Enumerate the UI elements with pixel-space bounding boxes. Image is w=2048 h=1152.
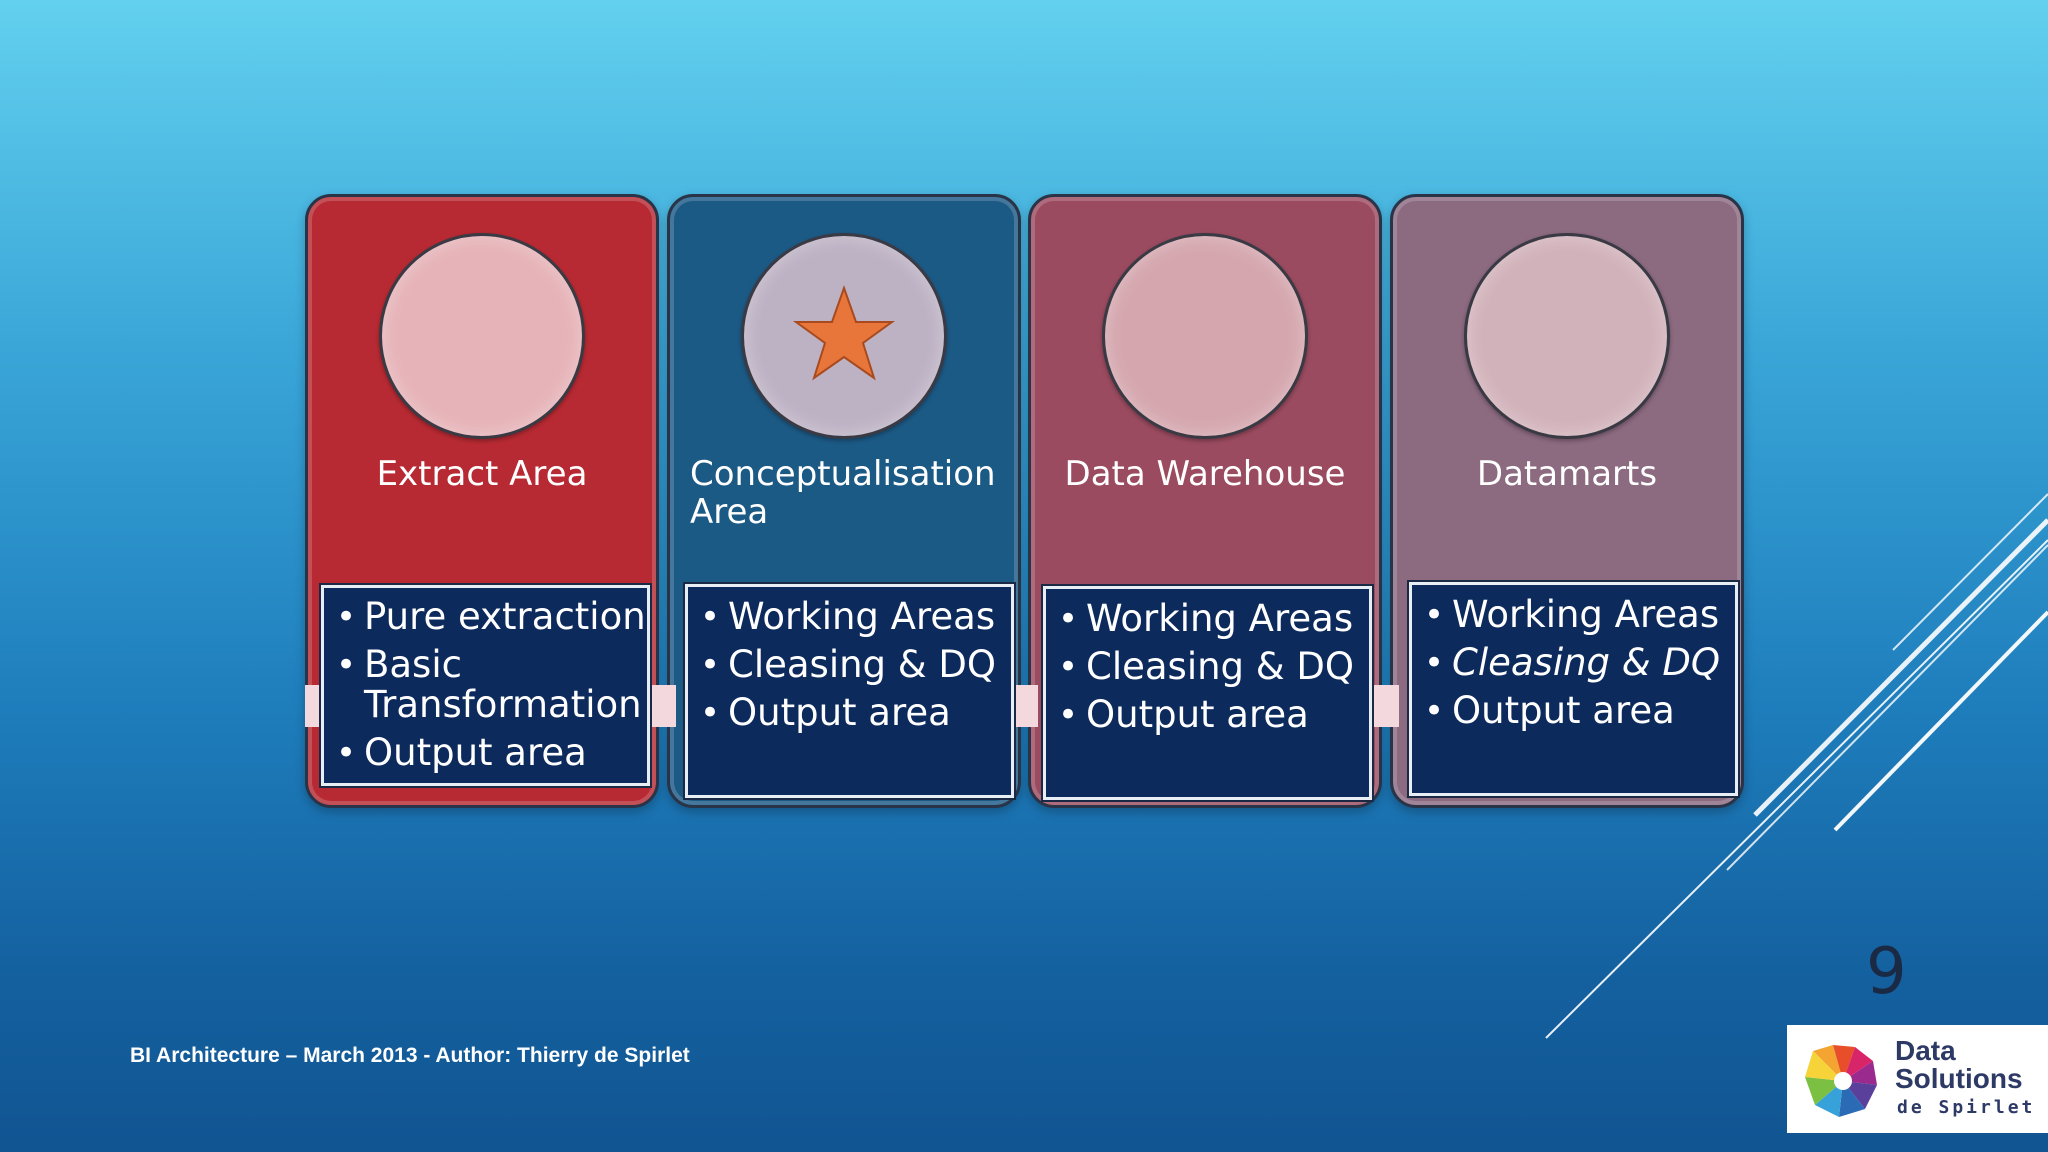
connector — [1371, 685, 1399, 727]
list-item: Working Areas — [1046, 599, 1369, 640]
star-icon — [792, 284, 896, 381]
logo-subtext: de Spirlet — [1897, 1097, 2036, 1118]
list-item: Pure extraction — [324, 597, 647, 638]
connector — [1010, 685, 1038, 727]
card-title: Data Warehouse — [1064, 454, 1346, 494]
list-item: Cleasing & DQ — [1412, 643, 1735, 684]
logo-text: Data Solutions — [1895, 1035, 2023, 1094]
card-circle — [741, 233, 947, 439]
list-item: Basic Transformation — [324, 645, 647, 725]
connector — [648, 685, 676, 727]
list-item: Output area — [688, 693, 1011, 734]
footer-text: BI Architecture – March 2013 - Author: T… — [130, 1044, 690, 1067]
page-number: 9 — [1866, 935, 1907, 1009]
list-item: Output area — [1412, 691, 1735, 732]
list-item: Working Areas — [688, 597, 1011, 638]
card-list-extract-area: Pure extraction Basic Transformation Out… — [321, 585, 650, 786]
card-list-datamarts: Working Areas Cleasing & DQ Output area — [1409, 582, 1738, 796]
list-item: Working Areas — [1412, 595, 1735, 636]
card-title: Extract Area — [376, 454, 588, 494]
card-title: Datamarts — [1476, 454, 1658, 494]
card-circle — [379, 233, 585, 439]
list-item: Cleasing & DQ — [1046, 647, 1369, 688]
company-logo: Data Solutions de Spirlet — [1787, 1025, 2048, 1133]
card-list-data-warehouse: Working Areas Cleasing & DQ Output area — [1043, 586, 1372, 800]
card-title: Conceptualisation Area — [690, 454, 996, 532]
list-item: Output area — [1046, 695, 1369, 736]
logo-burst-icon — [1805, 1045, 1877, 1117]
list-item: Cleasing & DQ — [688, 645, 1011, 686]
card-circle — [1102, 233, 1308, 439]
card-circle — [1464, 233, 1670, 439]
list-item: Output area — [324, 733, 647, 774]
card-list-conceptualisation-area: Working Areas Cleasing & DQ Output area — [685, 584, 1014, 798]
